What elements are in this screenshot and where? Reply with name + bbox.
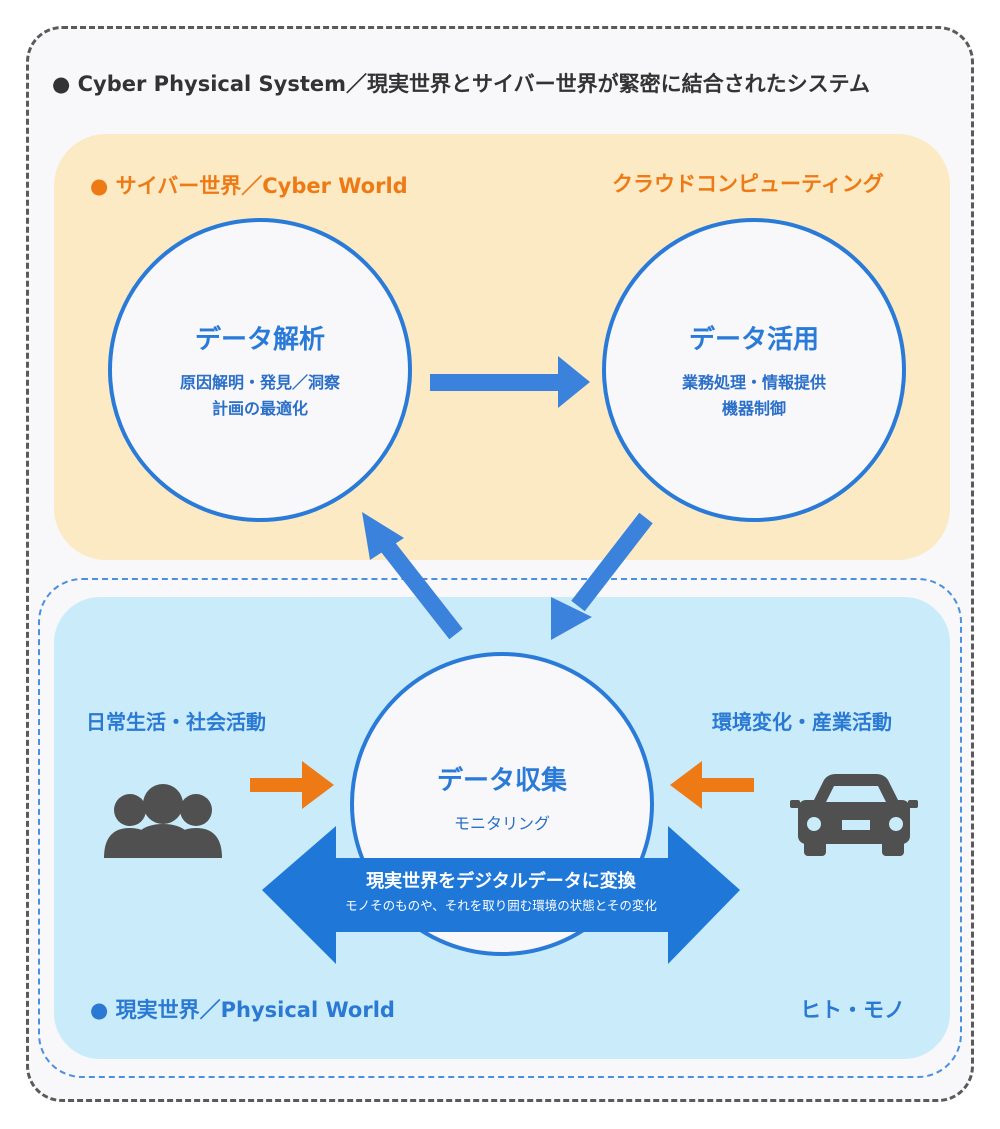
- people-things-label: ヒト・モノ: [800, 998, 905, 1022]
- cloud-computing-label: クラウドコンピューティング: [612, 172, 884, 196]
- arrow-analysis-to-utilization: [430, 356, 590, 408]
- physical-world-label: ● 現実世界／Physical World: [90, 998, 395, 1022]
- data-utilization-line2: 機器制御: [721, 398, 786, 418]
- data-utilization-circle: データ活用 業務処理・情報提供 機器制御: [602, 218, 906, 522]
- cyber-world-label: ● サイバー世界／Cyber World: [90, 174, 408, 198]
- physical-world-frame: [38, 578, 962, 1078]
- daily-life-activity-label: 日常生活・社会活動: [86, 710, 266, 734]
- data-analysis-line2: 計画の最適化: [211, 398, 308, 418]
- data-collection-title: データ収集: [436, 766, 567, 796]
- conversion-banner-text: 現実世界をデジタルデータに変換 モノそのものや、それを取り囲む環境の状態とその変…: [262, 868, 740, 916]
- data-analysis-title: データ解析: [194, 324, 325, 355]
- arrow-orange-left: [250, 761, 334, 809]
- data-collection-sub: モニタリング: [453, 814, 550, 833]
- conversion-banner-arrow: [262, 826, 740, 964]
- arrow-utilization-to-collection: [551, 512, 653, 640]
- people-group-icon: [104, 784, 222, 858]
- banner-sub-text: モノそのものや、それを取り囲む環境の状態とその変化: [345, 898, 657, 913]
- data-utilization-title: データ活用: [688, 324, 819, 355]
- data-analysis-line1: 原因解明・発見／洞察: [179, 372, 340, 392]
- page-title: ● Cyber Physical System／現実世界とサイバー世界が緊密に結…: [52, 72, 870, 96]
- data-analysis-circle: データ解析 原因解明・発見／洞察 計画の最適化: [108, 218, 412, 522]
- arrow-collection-to-analysis: [362, 512, 463, 640]
- arrow-orange-right: [670, 761, 754, 809]
- environment-industry-label: 環境変化・産業活動: [712, 710, 892, 734]
- banner-main-text: 現実世界をデジタルデータに変換: [366, 871, 636, 892]
- data-utilization-line1: 業務処理・情報提供: [681, 372, 826, 392]
- car-icon: [790, 774, 918, 856]
